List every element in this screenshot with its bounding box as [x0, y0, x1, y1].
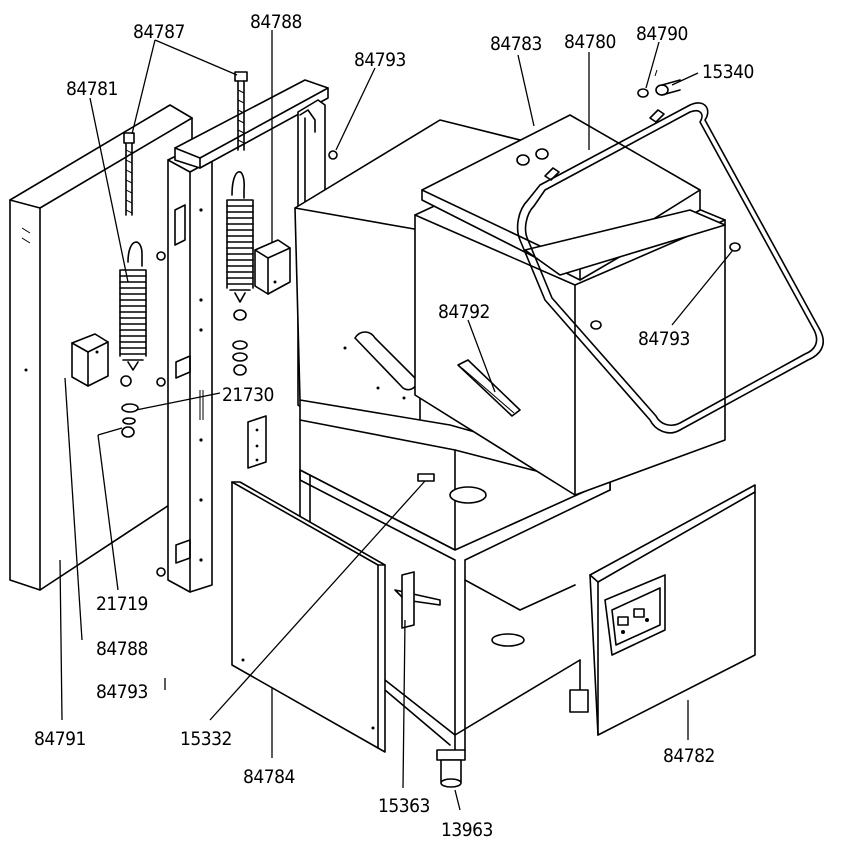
- spring-left: [119, 241, 147, 371]
- bolt-short: [234, 71, 248, 151]
- label-21730: 21730: [222, 384, 274, 406]
- label-84793-right: 84793: [638, 328, 690, 350]
- label-84780: 84780: [564, 31, 616, 53]
- door-handle-bar: [516, 102, 824, 434]
- label-84788-left: 84788: [96, 638, 148, 660]
- label-15332: 15332: [180, 728, 232, 750]
- label-21719: 21719: [96, 593, 148, 615]
- handle-pins: [637, 69, 681, 98]
- label-84783: 84783: [490, 33, 542, 55]
- label-84793-top: 84793: [354, 49, 406, 71]
- label-84792: 84792: [438, 301, 490, 323]
- label-84782: 84782: [663, 745, 715, 767]
- label-84790: 84790: [636, 23, 688, 45]
- label-84791: 84791: [34, 728, 86, 750]
- label-84784: 84784: [243, 766, 295, 788]
- label-84788-top: 84788: [250, 11, 302, 33]
- label-15340: 15340: [702, 61, 754, 83]
- front-door: [414, 114, 726, 496]
- label-13963: 13963: [441, 819, 493, 841]
- label-15363: 15363: [378, 795, 430, 817]
- right-side-panel: [589, 484, 756, 736]
- leader-lines: [59, 30, 734, 811]
- spring-right: [226, 171, 254, 303]
- front-lower-panel: [231, 481, 386, 753]
- nuts-washers-right: [232, 309, 248, 376]
- nuts-washers-left: [120, 251, 166, 577]
- bolt-long: [123, 132, 135, 216]
- inner-frame-upright: [167, 147, 213, 593]
- mounting-plate: [247, 415, 267, 469]
- stop-block-lower: [71, 333, 109, 387]
- label-84793-bottom: 84793: [96, 681, 148, 703]
- stop-block-upper: [254, 239, 291, 295]
- label-84781: 84781: [66, 78, 118, 100]
- label-84787: 84787: [133, 21, 185, 43]
- top-rail: [174, 79, 329, 169]
- part-labels: 84787 84788 84793 84783 84780 84790 1534…: [34, 11, 754, 841]
